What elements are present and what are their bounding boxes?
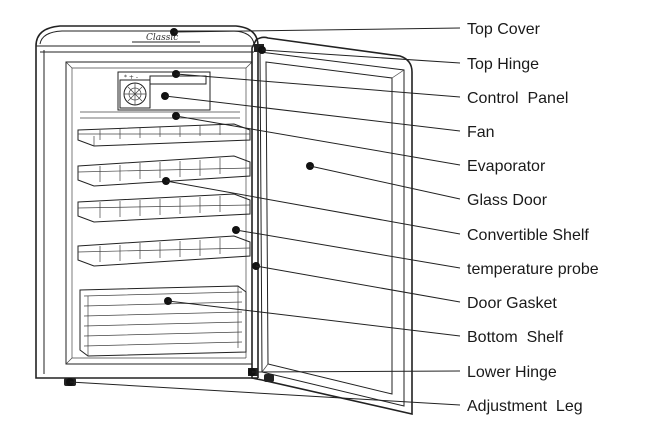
adjustment-legs: [64, 374, 274, 386]
label-top-hinge: Top Hinge: [467, 56, 539, 73]
label-top-cover: Top Cover: [467, 21, 541, 38]
shelf: [77, 123, 251, 147]
labels: Top Cover Top Hinge Control Panel Fan Ev…: [467, 21, 599, 415]
label-evaporator: Evaporator: [467, 158, 546, 175]
evaporator: [80, 111, 240, 119]
label-bottom-shelf: Bottom Shelf: [467, 329, 564, 346]
convertible-shelf: [77, 235, 251, 267]
label-fan: Fan: [467, 124, 495, 141]
label-convertible-shelf: Convertible Shelf: [467, 227, 589, 244]
bottom-shelf: [79, 285, 247, 357]
brand-text: Classic: [146, 33, 178, 43]
shelf: [77, 155, 251, 187]
label-adjustment-leg: Adjustment Leg: [467, 398, 583, 415]
cabinet: [35, 25, 259, 379]
label-lower-hinge: Lower Hinge: [467, 364, 557, 381]
control-panel-symbols: * + -: [124, 74, 138, 81]
fan: [119, 79, 151, 109]
glass-door: [251, 36, 413, 416]
label-control-panel: Control Panel: [467, 90, 568, 107]
label-door-gasket: Door Gasket: [467, 295, 557, 312]
brand-plate: Classic: [132, 33, 200, 43]
shelves: [77, 123, 251, 357]
label-glass-door: Glass Door: [467, 192, 548, 209]
label-temperature-probe: temperature probe: [467, 261, 599, 278]
shelf: [77, 193, 251, 223]
leader-lines: [69, 27, 461, 406]
